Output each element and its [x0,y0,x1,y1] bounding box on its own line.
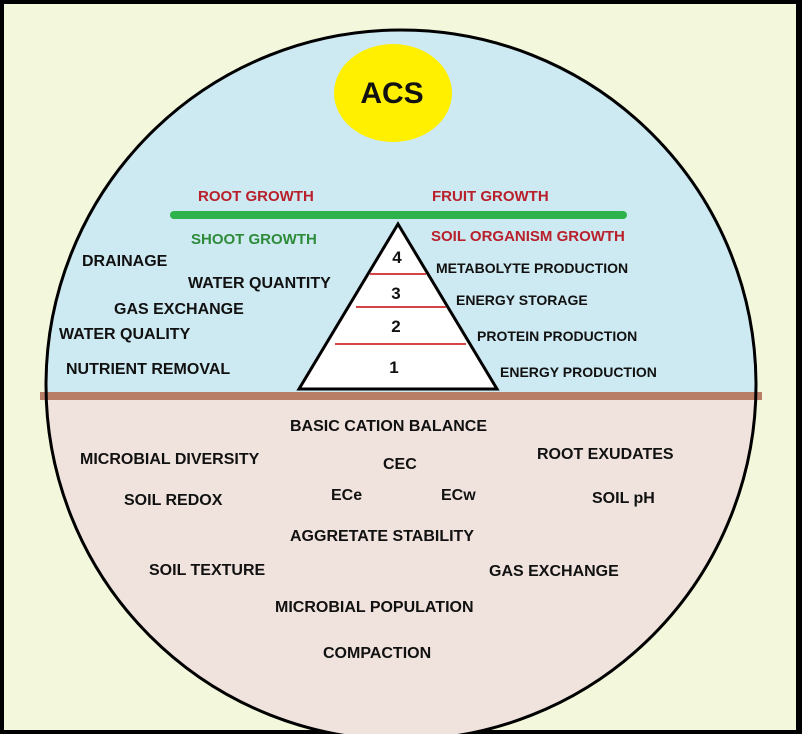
shoot-growth-label: SHOOT GROWTH [191,231,317,248]
energy-storage-label: ENERGY STORAGE [456,292,588,308]
cec-label: CEC [383,456,417,473]
pyramid-level-1: 1 [389,358,398,377]
pyramid-level-4: 4 [392,248,402,267]
compaction-label: COMPACTION [323,645,431,662]
outer-circle [44,28,758,734]
energy-production-label: ENERGY PRODUCTION [500,364,657,380]
ecw-label: ECw [441,487,476,504]
gas-exchange-above-label: GAS EXCHANGE [114,301,244,318]
soil-redox-label: SOIL REDOX [124,492,223,509]
sun-label: ACS [360,77,423,110]
water-quality-label: WATER QUALITY [59,326,191,343]
metabolyte-production-label: METABOLYTE PRODUCTION [436,260,628,276]
sun-icon [334,44,452,142]
soil-ph-label: SOIL pH [592,490,655,507]
basic-cation-balance-label: BASIC CATION BALANCE [290,418,487,435]
drainage-label: DRAINAGE [82,253,168,270]
pyramid-level-2: 2 [391,317,400,336]
gas-exchange-soil-label: GAS EXCHANGE [489,563,619,580]
ece-label: ECe [331,487,362,504]
ground-line [40,392,762,400]
fruit-growth-label: FRUIT GROWTH [432,188,549,205]
pyramid-level-3: 3 [391,284,400,303]
soil-organism-growth-label: SOIL ORGANISM GROWTH [431,228,625,245]
nutrient-removal-label: NUTRIENT REMOVAL [66,361,230,378]
protein-production-label: PROTEIN PRODUCTION [477,328,637,344]
soil-texture-label: SOIL TEXTURE [149,562,265,579]
aggregate-stability-label: AGGRETATE STABILITY [290,528,474,545]
root-exudates-label: ROOT EXUDATES [537,446,674,463]
microbial-diversity-label: MICROBIAL DIVERSITY [80,451,260,468]
root-growth-label: ROOT GROWTH [198,188,314,205]
microbial-population-label: MICROBIAL POPULATION [275,599,474,616]
water-quantity-label: WATER QUANTITY [188,275,331,292]
balance-bar [170,211,627,219]
